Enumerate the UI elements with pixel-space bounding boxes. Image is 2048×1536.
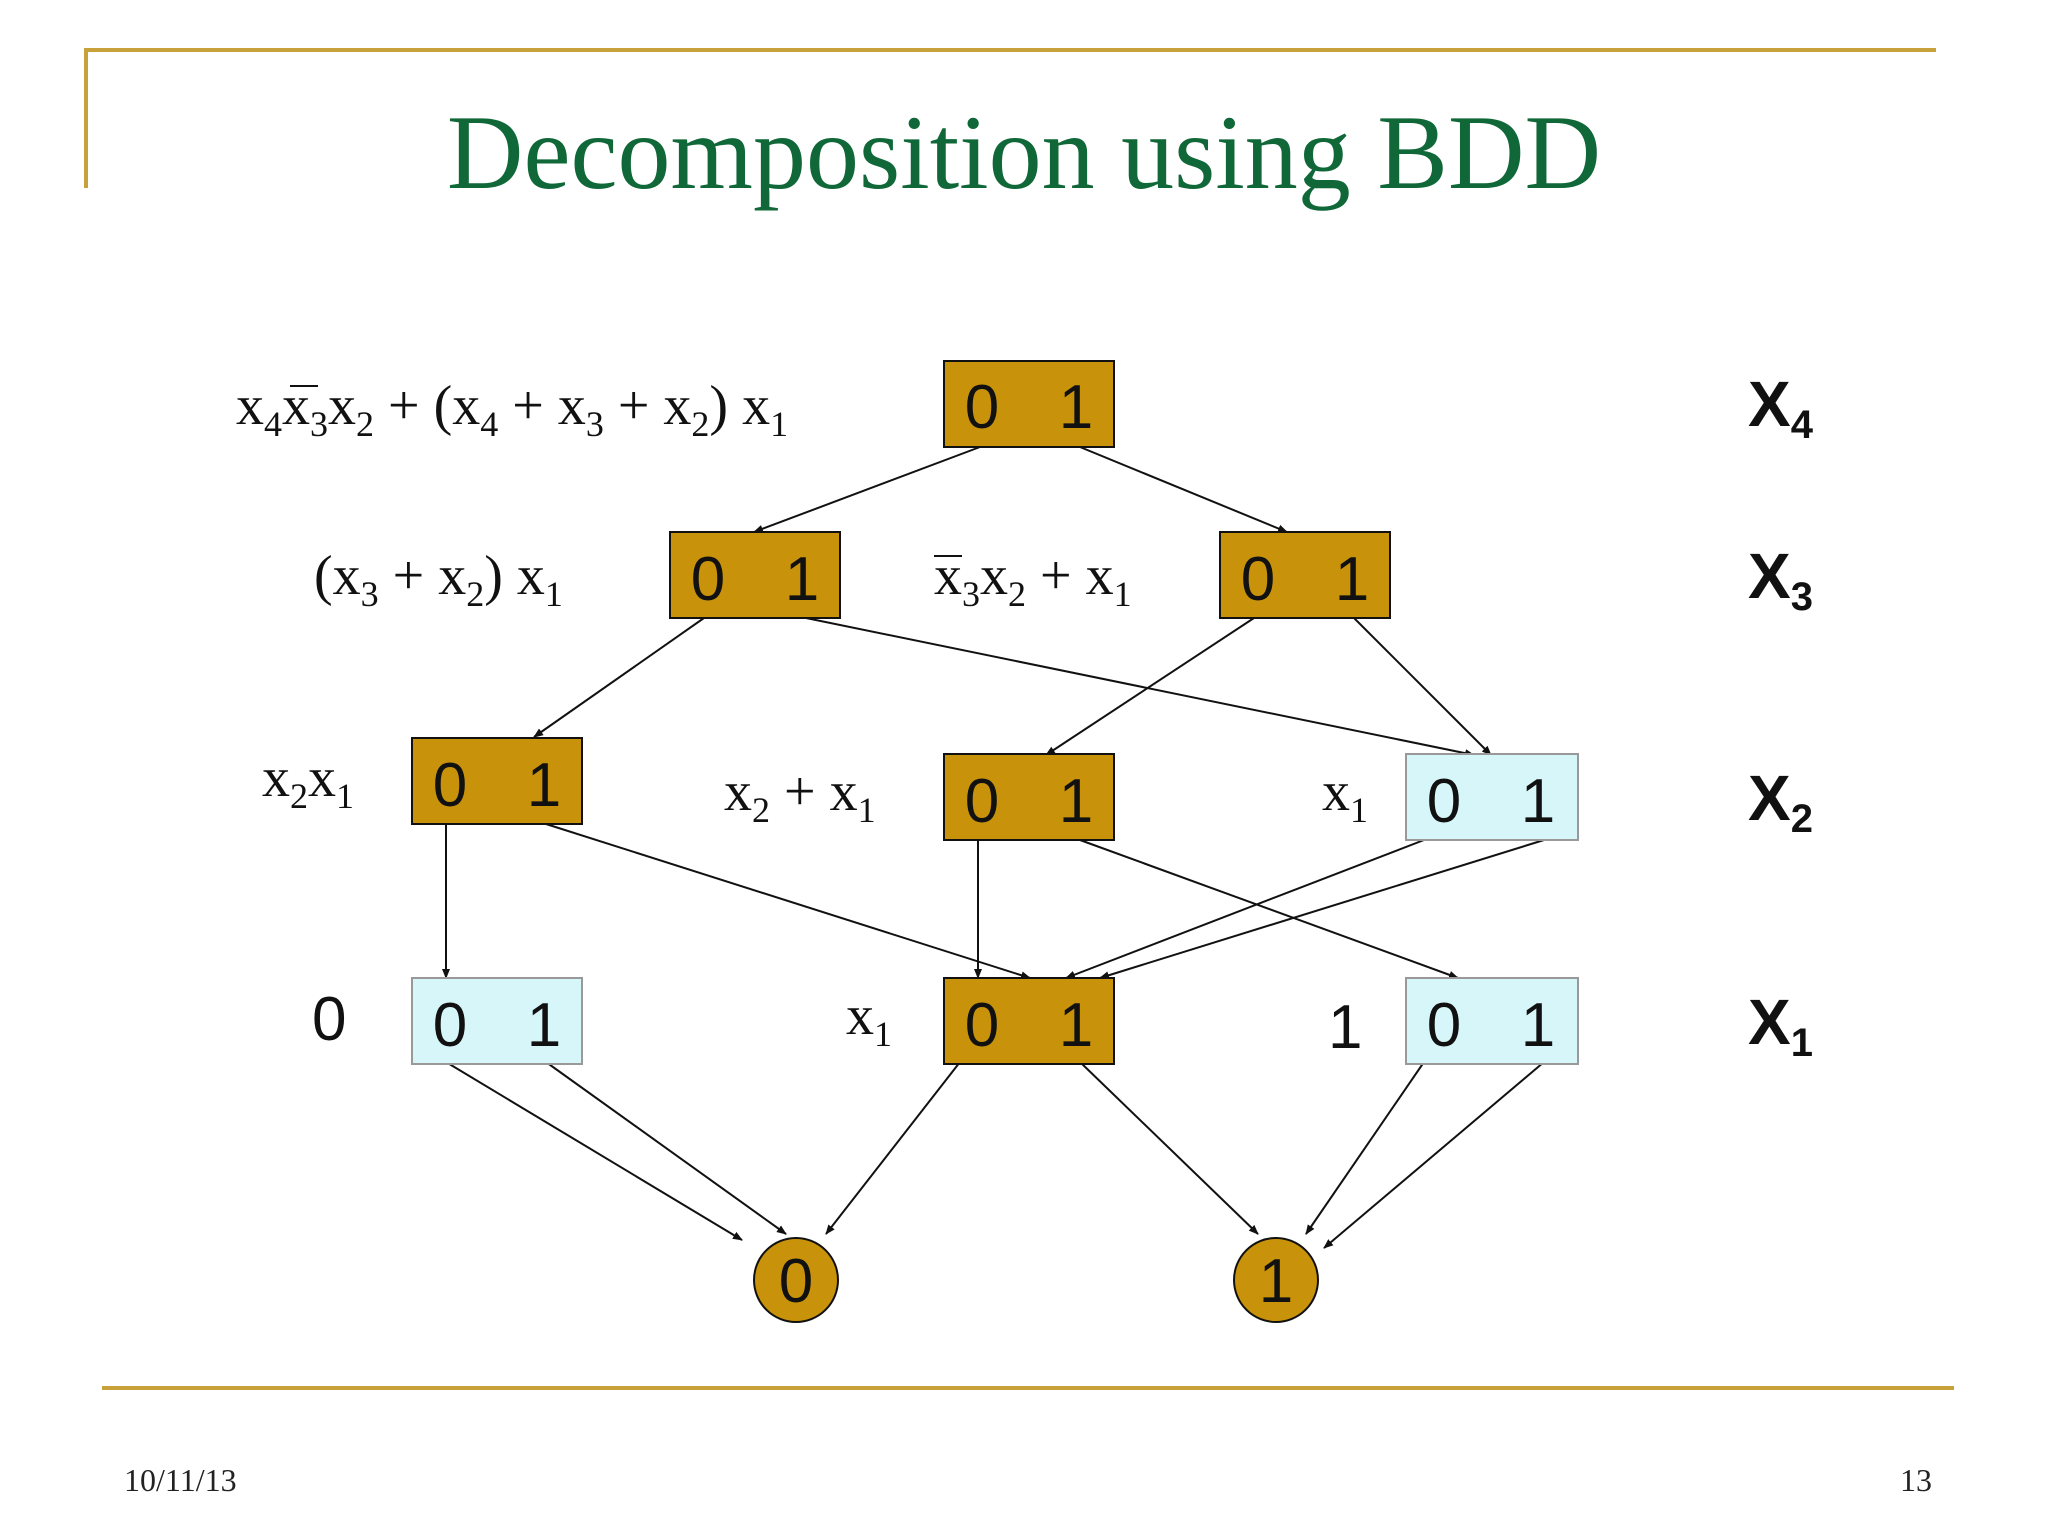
level-label-x3: X3 [1748, 540, 1813, 619]
node-left-digit: 0 [965, 373, 999, 442]
level-label-x4: X4 [1748, 368, 1814, 447]
level-label-x2: X2 [1748, 762, 1813, 841]
edge-n1b-1 [1079, 1061, 1259, 1235]
svg-text:x1: x1 [1322, 761, 1368, 830]
slide-frame-top-rule [84, 48, 1936, 52]
edge-n1a-1 [545, 1061, 787, 1235]
expr-n3b: x3x2 + x1 [934, 545, 1132, 614]
slide-title: Decomposition using BDD [446, 94, 1602, 211]
node-left-digit: 0 [691, 545, 725, 614]
node-right-digit: 1 [1059, 767, 1093, 836]
svg-text:x3x2 + x1: x3x2 + x1 [934, 545, 1132, 614]
level-label-x1: X1 [1748, 986, 1813, 1065]
footer-date: 10/11/13 [124, 1462, 237, 1498]
node-n1b: 0 1 [943, 977, 1115, 1065]
node-right-digit: 1 [1521, 767, 1555, 836]
node-left-digit: 0 [433, 751, 467, 820]
expr-n3a: (x3 + x2) x1 [314, 545, 563, 614]
edge-n1c-1 [1323, 1061, 1545, 1249]
footer-page-number: 13 [1900, 1462, 1932, 1498]
slide-frame-left-rule [84, 48, 88, 188]
expr-n1a-text: 0 [312, 985, 346, 1054]
edge-group [442, 446, 1545, 1249]
node-n2a: 0 1 [411, 737, 583, 825]
edge-n1a-0 [445, 1061, 743, 1241]
node-left-digit: 0 [1427, 991, 1461, 1060]
node-right-digit: 1 [527, 991, 561, 1060]
edge-n1b-0 [825, 1061, 961, 1235]
expr-n1b: x1 [846, 985, 892, 1054]
terminal-0: 0 [753, 1237, 839, 1323]
edge-n1c-0 [1305, 1061, 1425, 1235]
edge-n4-1 [1079, 446, 1288, 533]
node-left-digit: 0 [965, 991, 999, 1060]
expr-n4: x4x3x2 + (x4 + x3 + x2) x1 [236, 375, 788, 444]
expr-n1a: 0 [312, 985, 346, 1054]
svg-text:(x3 + x2) x1: (x3 + x2) x1 [314, 545, 563, 614]
terminal-label: 0 [779, 1247, 813, 1316]
svg-text:x1: x1 [846, 985, 892, 1054]
edge-n2b-1 [1079, 839, 1459, 979]
node-left-digit: 0 [1427, 767, 1461, 836]
edge-n4-0 [753, 446, 981, 533]
node-left-digit: 0 [433, 991, 467, 1060]
terminal-label: 1 [1259, 1247, 1293, 1316]
slide-frame-bottom-rule [102, 1386, 1954, 1390]
node-right-digit: 1 [1521, 991, 1555, 1060]
expr-n2c: x1 [1322, 761, 1368, 830]
svg-text:x4x3x2 + (x4 + x3 + x2) x1: x4x3x2 + (x4 + x3 + x2) x1 [236, 375, 788, 444]
node-right-digit: 1 [1335, 545, 1369, 614]
edge-n3a-0 [533, 617, 705, 738]
svg-text:x2x1: x2x1 [262, 747, 354, 816]
node-right-digit: 1 [785, 545, 819, 614]
svg-text:x2 + x1: x2 + x1 [724, 761, 876, 830]
node-n2b: 0 1 [943, 753, 1115, 841]
edge-n2c-0 [1065, 839, 1425, 979]
edge-n3b-1 [1353, 617, 1492, 756]
edge-n3a-1 [805, 617, 1475, 758]
expr-n1c-text: 1 [1328, 993, 1362, 1062]
edge-n2c-1 [1099, 839, 1545, 980]
terminal-1: 1 [1233, 1237, 1319, 1323]
node-n4: 0 1 [943, 360, 1115, 448]
expr-n2b: x2 + x1 [724, 761, 876, 830]
node-n2c: 0 1 [1405, 753, 1579, 841]
node-right-digit: 1 [1059, 991, 1093, 1060]
node-left-digit: 0 [1241, 545, 1275, 614]
node-right-digit: 1 [1059, 373, 1093, 442]
edge-n2a-1 [545, 823, 1031, 980]
expr-n2a: x2x1 [262, 747, 354, 816]
edge-n3b-0 [1045, 617, 1255, 756]
node-n3b: 0 1 [1219, 531, 1391, 619]
node-n1c: 0 1 [1405, 977, 1579, 1065]
expr-n1c: 1 [1328, 993, 1362, 1062]
node-left-digit: 0 [965, 767, 999, 836]
node-n1a: 0 1 [411, 977, 583, 1065]
node-n3a: 0 1 [669, 531, 841, 619]
node-right-digit: 1 [527, 751, 561, 820]
